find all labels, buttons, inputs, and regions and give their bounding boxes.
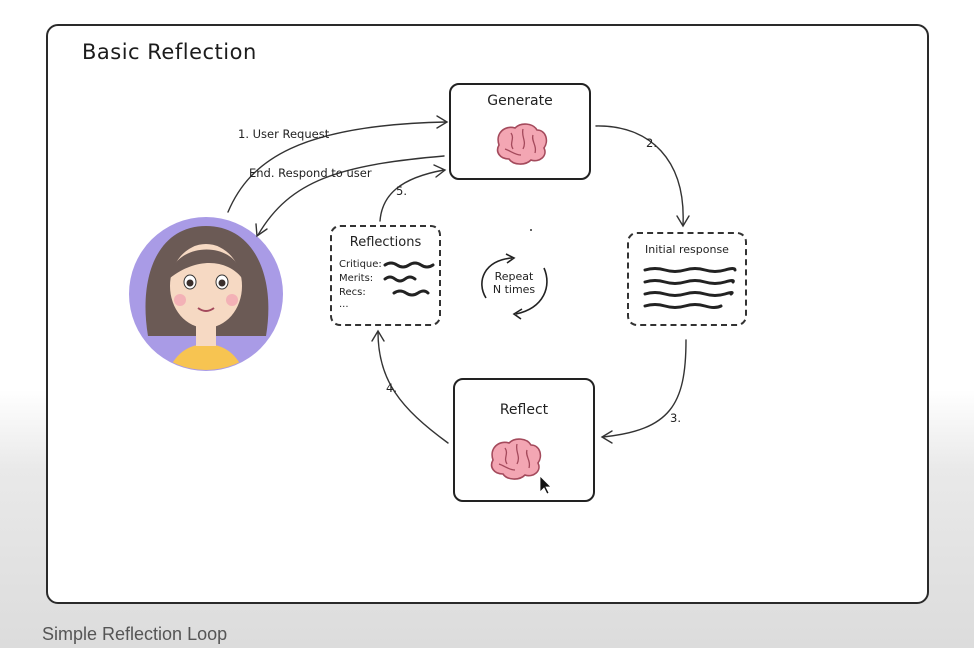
brain-icon: [496, 123, 548, 165]
brain-icon: [490, 438, 542, 480]
edge-label-step4: 4.: [386, 381, 397, 395]
text-lines-icon: [643, 267, 737, 309]
scribble-icon: [383, 261, 435, 297]
reflections-item-merits: Merits:: [339, 273, 374, 284]
repeat-cycle-icon: [481, 253, 548, 320]
edge-label-respond: End. Respond to user: [249, 166, 372, 180]
reflections-item-critique: Critique:: [339, 259, 382, 270]
edge-label-step5: 5.: [396, 184, 407, 198]
edge-label-step3: 3.: [670, 411, 681, 425]
initial-response-label: Initial response: [645, 243, 729, 256]
reflections-item-recs: Recs:: [339, 287, 366, 298]
reflect-node: Reflect: [453, 378, 595, 502]
edge-label-user-request: 1. User Request: [238, 127, 330, 141]
reflections-title: Reflections: [349, 235, 422, 250]
edge-step2: [595, 125, 684, 226]
cursor-icon: [539, 475, 552, 495]
edge-label-step2: 2.: [646, 136, 657, 150]
generate-node: Generate: [449, 83, 591, 180]
edge-step3: [602, 339, 687, 438]
repeat-label: Repeat N times: [492, 270, 536, 296]
edge-step5-arrowhead: [433, 164, 447, 178]
initial-response-node: Initial response: [627, 232, 747, 326]
stray-dot: [530, 229, 532, 231]
edge-step3-arrowhead: [600, 430, 613, 444]
edge-user-request: [227, 121, 447, 213]
edge-step4-arrowhead: [371, 329, 385, 342]
generate-label: Generate: [487, 93, 553, 109]
user-avatar: [129, 217, 283, 371]
edge-step4: [377, 331, 449, 444]
edge-step2-arrowhead: [676, 215, 690, 228]
edge-respond-arrowhead: [255, 223, 268, 238]
diagram-title: Basic Reflection: [82, 40, 257, 64]
edge-user-request-arrowhead: [436, 115, 449, 129]
edge-respond: [257, 155, 445, 236]
reflections-item-more: ...: [339, 299, 349, 310]
reflect-label: Reflect: [499, 402, 549, 418]
reflections-node: Reflections Critique: Merits: Recs: ...: [330, 225, 441, 326]
figure-caption: Simple Reflection Loop: [42, 624, 228, 644]
edge-step5: [379, 169, 445, 222]
